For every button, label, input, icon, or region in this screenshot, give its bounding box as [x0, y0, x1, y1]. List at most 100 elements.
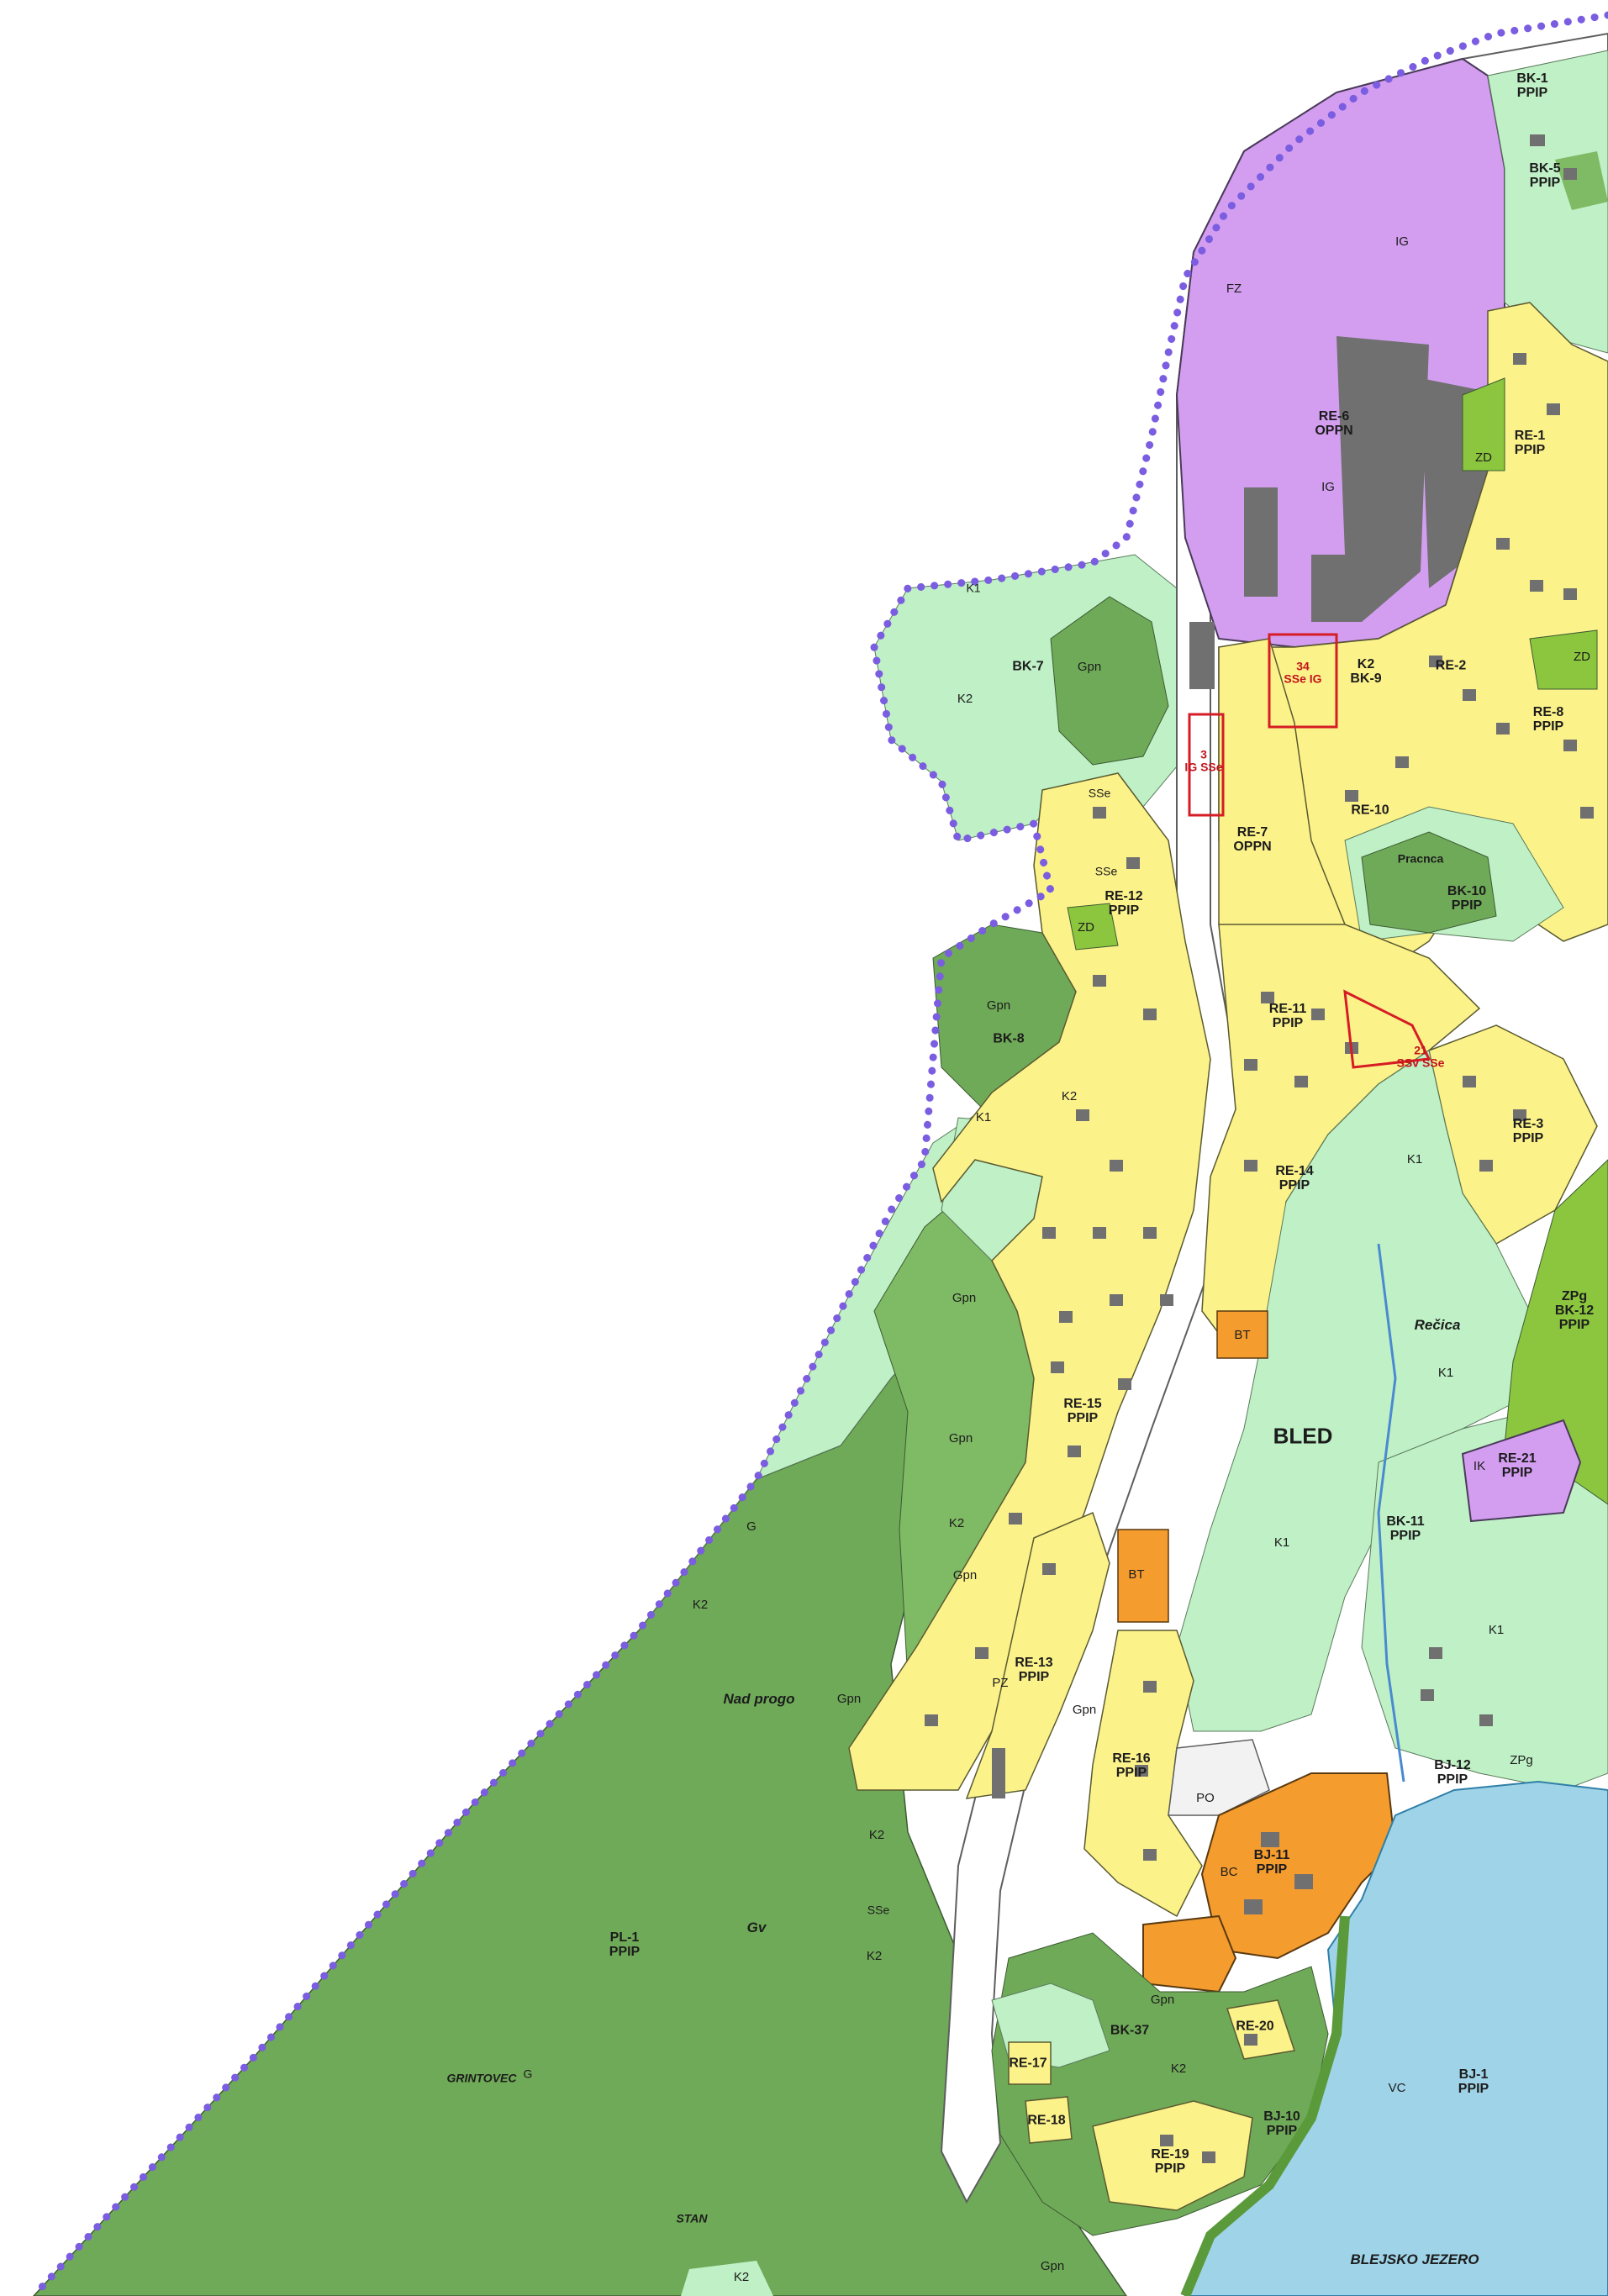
- buildings: [925, 134, 1594, 2163]
- forest-zone-bk5: [1555, 151, 1608, 210]
- label-re-13: RE-13 PPIP: [1015, 1656, 1053, 1684]
- label-bk-37: BK-37: [1110, 2023, 1150, 2038]
- label-gpn-8: Gpn: [1150, 1993, 1175, 2008]
- zd-green-1: [1462, 377, 1505, 471]
- label-gpn-6: Gpn: [836, 1692, 862, 1707]
- forest-zone-bk10: [1361, 831, 1497, 934]
- label-g-2: G: [523, 2067, 533, 2081]
- label-k1-bk8: K1: [975, 1110, 992, 1125]
- label-ig-mid: IG: [1321, 480, 1335, 495]
- label-k1-recica: K1: [1437, 1366, 1454, 1381]
- label-gpn-9: Gpn: [1040, 2259, 1065, 2274]
- label-g-1: G: [746, 1519, 757, 1535]
- label-grintovec: GRINTOVEC: [446, 2071, 517, 2085]
- label-zpg-bk12: ZPg BK-12 PPIP: [1554, 1288, 1595, 1332]
- label-re-19: RE-19 PPIP: [1151, 2147, 1189, 2176]
- label-sse-2: SSe: [1094, 864, 1118, 878]
- label-blejsko-jezero: BLEJSKO JEZERO: [1350, 2251, 1479, 2268]
- label-sse-3: SSe: [867, 1903, 890, 1917]
- label-k2-sse3: K2: [868, 1828, 885, 1843]
- municipal-boundary: [29, 11, 1608, 2296]
- infill-zone-34: [1268, 633, 1338, 729]
- label-re-14: RE-14 PPIP: [1275, 1164, 1314, 1193]
- label-k1-bk11: K1: [1273, 1535, 1290, 1551]
- label-bj-1: BJ-1 PPIP: [1458, 2067, 1489, 2096]
- infill-zone-3: [1188, 713, 1225, 817]
- label-re-12: RE-12 PPIP: [1105, 889, 1143, 918]
- label-bt-2: BT: [1128, 1567, 1145, 1582]
- label-fz: FZ: [1226, 282, 1242, 297]
- label-bt-1: BT: [1234, 1328, 1251, 1343]
- label-re-16: RE-16 PPIP: [1112, 1751, 1151, 1780]
- label-bj-12: BJ-12 PPIP: [1434, 1758, 1471, 1787]
- label-pz: PZ: [992, 1676, 1009, 1691]
- label-pracnca: Pracnca: [1397, 851, 1444, 866]
- forest-zone-bk7: [1050, 596, 1169, 766]
- label-re-20: RE-20: [1236, 2019, 1274, 2034]
- label-bk-9: K2 BK-9: [1350, 657, 1382, 686]
- label-re-3: RE-3 PPIP: [1512, 1117, 1544, 1145]
- factory-building: [1311, 336, 1429, 622]
- label-re-8: RE-8 PPIP: [1532, 705, 1564, 734]
- label-k2-left: K2: [957, 692, 973, 707]
- label-gpn-4: Gpn: [948, 1431, 973, 1446]
- label-po: PO: [1196, 1791, 1215, 1806]
- label-re-2: RE-2: [1435, 658, 1467, 673]
- label-bc: BC: [1220, 1865, 1238, 1880]
- residential-zone-re13: [965, 1511, 1110, 1799]
- label-re-18: RE-18: [1027, 2113, 1066, 2128]
- label-bj-10: BJ-10 PPIP: [1263, 2109, 1300, 2138]
- label-k2-bottom: K2: [733, 2270, 750, 2285]
- label-re-15: RE-15 PPIP: [1063, 1397, 1102, 1425]
- label-stan: STAN: [676, 2211, 708, 2225]
- infill-zone-21: [1343, 989, 1431, 1069]
- label-gpn-1: Gpn: [1077, 660, 1102, 675]
- tourism-zone-bt2: [1117, 1529, 1169, 1623]
- label-k2-bk37: K2: [1170, 2062, 1187, 2077]
- label-bj-11: BJ-11 PPIP: [1253, 1848, 1290, 1877]
- label-bk-11: BK-11 PPIP: [1386, 1514, 1425, 1543]
- residential-zone-re17: [1008, 2041, 1052, 2085]
- label-re-17: RE-17: [1009, 2056, 1047, 2071]
- label-zd-2: ZD: [1574, 650, 1590, 665]
- label-gv: Gv: [746, 1919, 767, 1936]
- label-zd-1: ZD: [1475, 450, 1492, 466]
- label-re-6: RE-6 OPPN: [1315, 409, 1353, 438]
- stream-recica: [1377, 1243, 1405, 1783]
- label-ik: IK: [1473, 1459, 1486, 1474]
- label-bk-8: BK-8: [993, 1031, 1025, 1046]
- label-re-10: RE-10: [1351, 803, 1389, 818]
- label-gpn-5: Gpn: [952, 1568, 978, 1583]
- label-sse-1: SSe: [1088, 786, 1111, 800]
- label-gpn-7: Gpn: [1072, 1703, 1097, 1718]
- parking-zone-po: [1168, 1739, 1270, 1816]
- label-k1-mid: K1: [1406, 1152, 1423, 1167]
- label-zd-3: ZD: [1078, 920, 1094, 935]
- label-ig-top: IG: [1395, 234, 1409, 250]
- agri-zone-stan: [681, 2261, 773, 2296]
- label-bk-7: BK-7: [1012, 659, 1044, 674]
- factory-building-4: [1189, 622, 1215, 689]
- tourism-zone-bt1: [1216, 1310, 1268, 1359]
- label-k2-west: K2: [866, 1949, 883, 1964]
- label-vc: VC: [1388, 2081, 1406, 2096]
- residential-zone-re18: [1025, 2096, 1073, 2144]
- label-bk-1: BK-1 PPIP: [1516, 71, 1548, 100]
- industrial-zone-re21: [1461, 1419, 1582, 1523]
- label-k2-mid: K2: [948, 1516, 965, 1531]
- label-gpn-3: Gpn: [952, 1291, 977, 1306]
- label-re-7: RE-7 OPPN: [1233, 825, 1272, 854]
- label-gpn-2: Gpn: [986, 998, 1011, 1014]
- label-infill-21: 21 SSv SSe: [1396, 1043, 1445, 1069]
- label-k1-east: K1: [1488, 1623, 1505, 1638]
- label-zpg-1: ZPg: [1510, 1753, 1533, 1768]
- label-pl-1: PL-1 PPIP: [609, 1930, 641, 1959]
- zd-green-2: [1529, 629, 1598, 690]
- label-nad-progo: Nad progo: [723, 1691, 795, 1708]
- factory-building-3: [1244, 487, 1278, 597]
- tourism-zone-bc: [1142, 1914, 1237, 1993]
- label-re-21: RE-21 PPIP: [1498, 1451, 1537, 1480]
- label-bk-5: BK-5 PPIP: [1529, 161, 1561, 190]
- label-k2-far: K2: [692, 1598, 709, 1613]
- label-infill-34: 34 SSe IG: [1284, 659, 1322, 685]
